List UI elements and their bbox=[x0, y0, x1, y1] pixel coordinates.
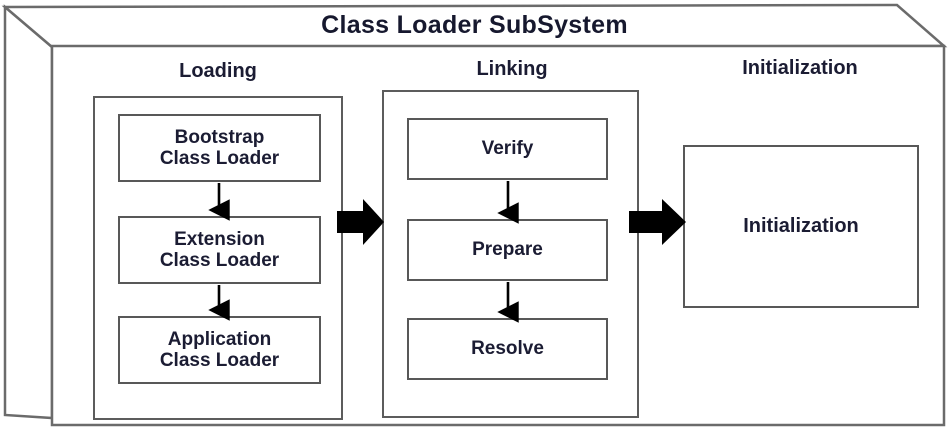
node-line-1: Application bbox=[167, 328, 272, 350]
node-label: Prepare bbox=[472, 239, 543, 261]
node-bootstrap-class-loader[interactable]: Bootstrap Class Loader bbox=[118, 114, 321, 182]
node-line-2: Class Loader bbox=[159, 148, 280, 169]
node-prepare[interactable]: Prepare bbox=[407, 219, 608, 281]
node-label: Initialization bbox=[743, 215, 859, 238]
shell-left-face bbox=[3, 4, 54, 420]
node-extension-class-loader[interactable]: Extension Class Loader bbox=[118, 216, 321, 284]
section-label-loading: Loading bbox=[179, 60, 257, 82]
node-label: Resolve bbox=[471, 338, 544, 360]
node-resolve[interactable]: Resolve bbox=[407, 318, 608, 380]
node-line-1: Bootstrap bbox=[174, 126, 265, 148]
node-line-2: Class Loader bbox=[159, 250, 280, 271]
section-label-initialization: Initialization bbox=[742, 57, 858, 79]
node-label: Verify bbox=[481, 138, 534, 160]
node-application-class-loader[interactable]: Application Class Loader bbox=[118, 316, 321, 384]
node-line-2: Class Loader bbox=[159, 350, 280, 371]
node-verify[interactable]: Verify bbox=[407, 118, 608, 180]
section-label-linking: Linking bbox=[476, 58, 548, 80]
diagram-title: Class Loader SubSystem bbox=[321, 10, 628, 39]
node-line-1: Extension bbox=[174, 228, 265, 250]
node-initialization[interactable]: Initialization bbox=[683, 145, 919, 308]
